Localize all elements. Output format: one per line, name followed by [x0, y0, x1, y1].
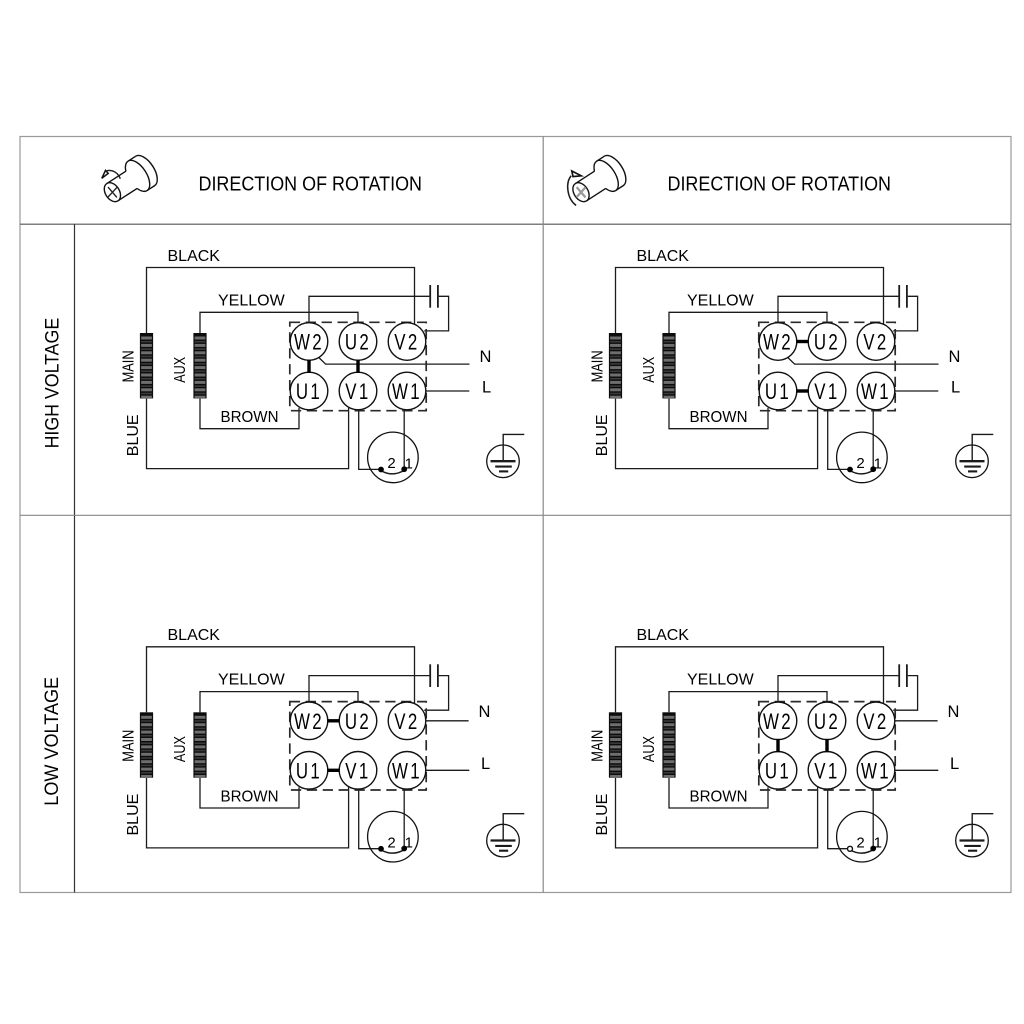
svg-text:AUX: AUX: [641, 356, 658, 383]
svg-text:BROWN: BROWN: [690, 788, 748, 805]
svg-text:YELLOW: YELLOW: [687, 292, 755, 309]
svg-text:YELLOW: YELLOW: [218, 292, 286, 309]
svg-text:1: 1: [874, 455, 882, 472]
svg-text:2: 2: [856, 835, 864, 852]
svg-text:W2: W2: [763, 710, 793, 735]
svg-text:AUX: AUX: [172, 356, 189, 383]
svg-text:W2: W2: [763, 330, 793, 355]
svg-text:1: 1: [874, 835, 882, 852]
svg-text:MAIN: MAIN: [590, 350, 607, 382]
svg-text:V2: V2: [394, 330, 419, 355]
svg-text:BLACK: BLACK: [637, 627, 690, 644]
svg-text:MAIN: MAIN: [121, 730, 138, 762]
svg-text:BLUE: BLUE: [125, 794, 142, 836]
svg-text:DIRECTION OF ROTATION: DIRECTION OF ROTATION: [199, 174, 423, 196]
svg-text:AUX: AUX: [172, 736, 189, 763]
svg-text:1: 1: [405, 455, 413, 472]
svg-text:U2: U2: [345, 710, 371, 735]
svg-text:V1: V1: [345, 380, 370, 405]
svg-text:W2: W2: [294, 330, 324, 355]
svg-text:AUX: AUX: [641, 736, 658, 763]
svg-text:HIGH VOLTAGE: HIGH VOLTAGE: [43, 318, 64, 449]
svg-text:YELLOW: YELLOW: [687, 672, 755, 689]
svg-text:N: N: [949, 348, 961, 366]
svg-text:U1: U1: [296, 759, 322, 784]
svg-text:2: 2: [856, 455, 864, 472]
svg-text:1: 1: [405, 835, 413, 852]
svg-text:U1: U1: [296, 380, 322, 405]
svg-text:YELLOW: YELLOW: [218, 672, 286, 689]
svg-text:BLUE: BLUE: [594, 794, 611, 836]
svg-text:BLUE: BLUE: [125, 414, 142, 456]
svg-text:BROWN: BROWN: [690, 409, 748, 426]
svg-text:BROWN: BROWN: [221, 409, 279, 426]
svg-text:V1: V1: [345, 759, 370, 784]
svg-text:L: L: [482, 379, 491, 397]
svg-text:W1: W1: [392, 759, 422, 784]
svg-text:W1: W1: [861, 380, 891, 405]
svg-text:L: L: [951, 379, 960, 397]
svg-text:V1: V1: [814, 759, 839, 784]
svg-text:L: L: [481, 755, 490, 773]
svg-text:MAIN: MAIN: [590, 730, 607, 762]
svg-text:BLUE: BLUE: [594, 414, 611, 456]
svg-text:2: 2: [387, 455, 395, 472]
svg-text:U1: U1: [765, 759, 791, 784]
svg-text:V2: V2: [863, 330, 888, 355]
svg-text:BLACK: BLACK: [637, 248, 690, 265]
svg-text:U2: U2: [814, 330, 840, 355]
svg-text:BLACK: BLACK: [168, 627, 221, 644]
svg-text:DIRECTION OF ROTATION: DIRECTION OF ROTATION: [668, 174, 892, 196]
svg-text:V2: V2: [394, 710, 419, 735]
svg-text:BLACK: BLACK: [168, 248, 221, 265]
svg-text:MAIN: MAIN: [121, 350, 138, 382]
svg-text:W1: W1: [392, 380, 422, 405]
svg-text:N: N: [480, 348, 492, 366]
svg-text:2: 2: [387, 835, 395, 852]
svg-text:U2: U2: [345, 330, 371, 355]
svg-text:BROWN: BROWN: [221, 788, 279, 805]
svg-text:V1: V1: [814, 380, 839, 405]
svg-text:U2: U2: [814, 710, 840, 735]
svg-text:W1: W1: [861, 759, 891, 784]
svg-text:W2: W2: [294, 710, 324, 735]
svg-text:V2: V2: [863, 710, 888, 735]
svg-text:L: L: [950, 755, 959, 773]
svg-text:LOW VOLTAGE: LOW VOLTAGE: [42, 677, 63, 806]
svg-text:N: N: [479, 703, 491, 721]
svg-text:N: N: [948, 703, 960, 721]
svg-text:U1: U1: [765, 380, 791, 405]
